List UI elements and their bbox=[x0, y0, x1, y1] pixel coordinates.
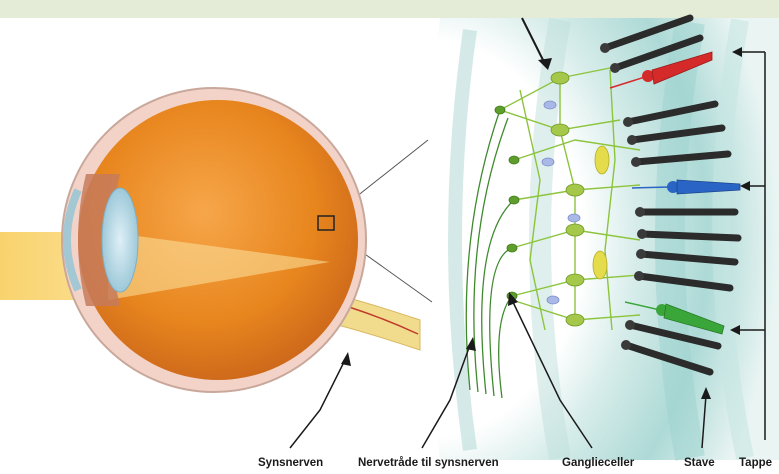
label-ganglieceller: Ganglieceller bbox=[562, 456, 634, 470]
label-nervetrade: Nervetråde til synsnerven bbox=[358, 456, 499, 470]
lens bbox=[102, 188, 138, 292]
label-stave: Stave bbox=[684, 456, 715, 470]
eyeball bbox=[62, 88, 366, 392]
leader-synsnerven bbox=[290, 360, 345, 448]
label-synsnerven: Synsnerven bbox=[258, 456, 323, 470]
label-tappe: Tappe bbox=[739, 456, 772, 470]
